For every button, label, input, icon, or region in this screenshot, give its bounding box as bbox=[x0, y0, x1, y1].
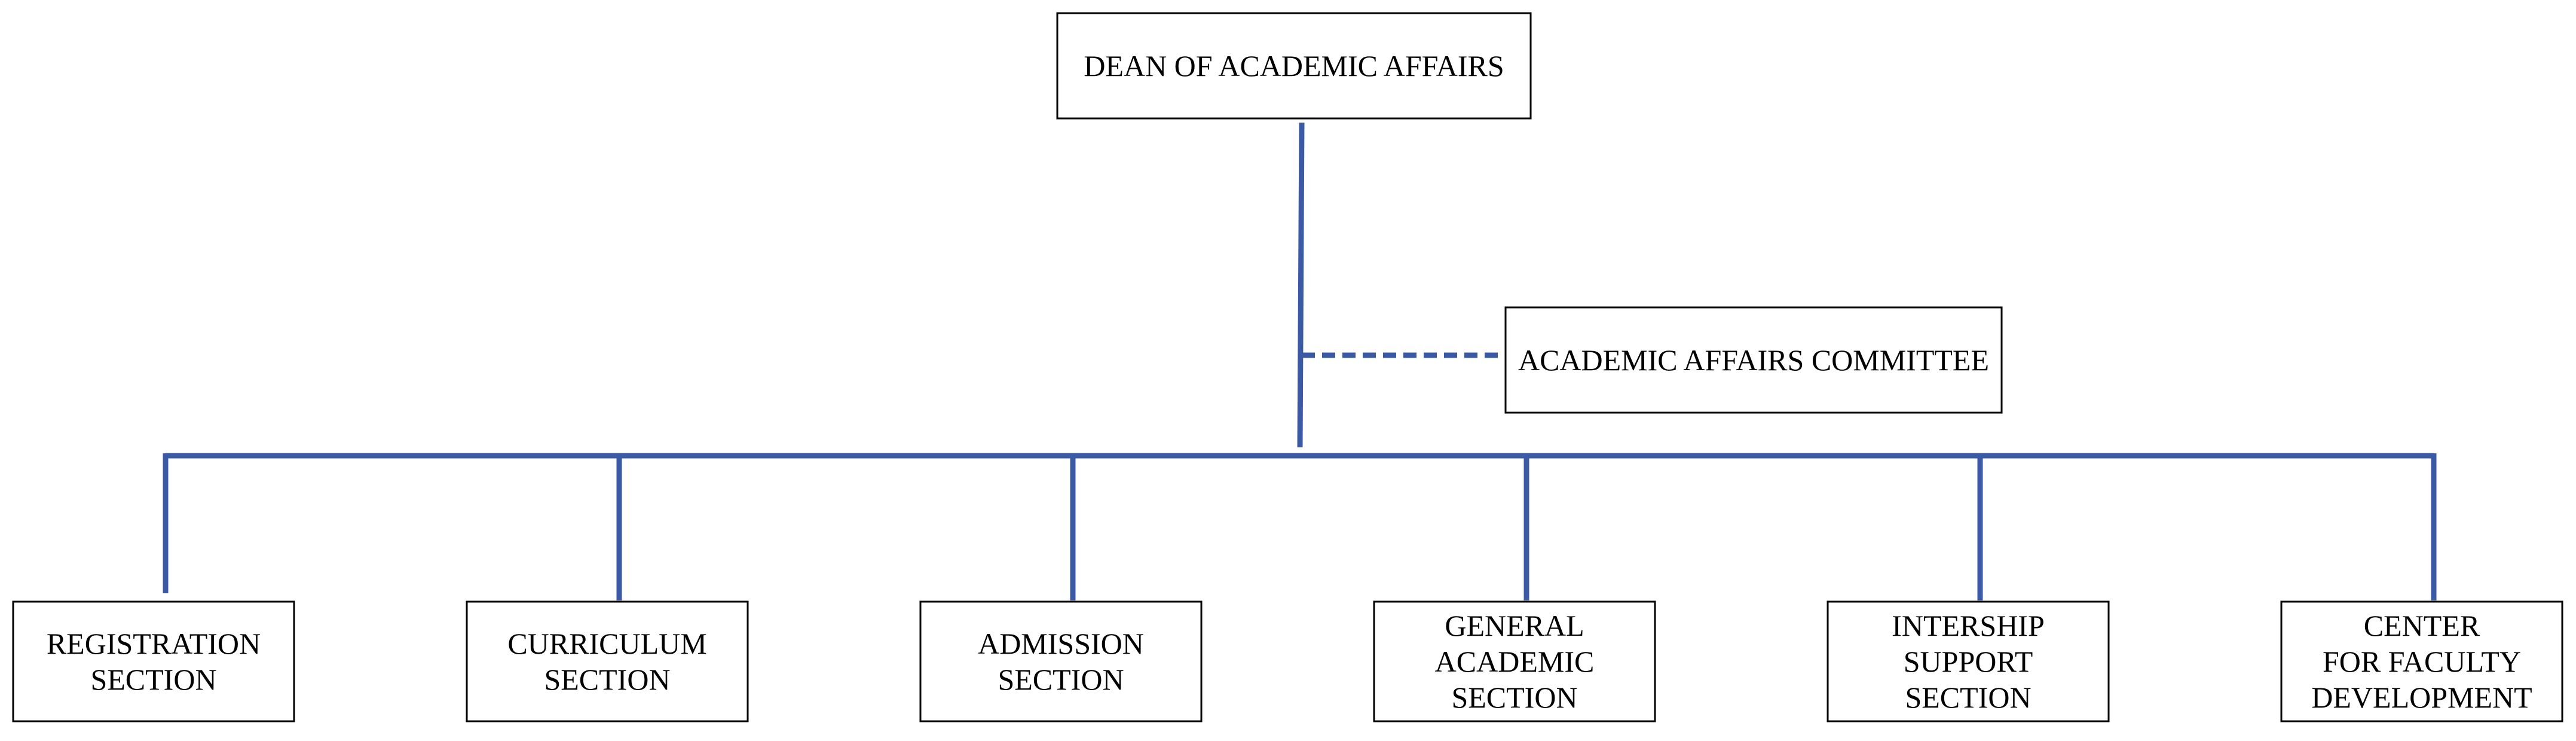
org-box-frame bbox=[1827, 600, 2110, 722]
org-box-label-line: SECTION bbox=[1451, 681, 1577, 714]
org-box-committee: ACADEMIC AFFAIRS COMMITTEE bbox=[1504, 306, 2003, 414]
org-box-frame bbox=[919, 600, 1203, 722]
org-box-frame bbox=[12, 600, 295, 722]
org-box-label-line: ADMISSION bbox=[978, 627, 1144, 660]
org-box-label-line: CURRICULUM bbox=[507, 627, 706, 660]
connector-lines bbox=[163, 122, 2437, 600]
org-box-frame bbox=[466, 600, 749, 722]
org-box-frame bbox=[1504, 306, 2003, 414]
org-box-label-line: REGISTRATION bbox=[47, 627, 261, 660]
org-box-frame bbox=[1056, 12, 1532, 120]
org-box-label-line: SECTION bbox=[544, 663, 670, 696]
org-box-dean: DEAN OF ACADEMIC AFFAIRS bbox=[1056, 12, 1532, 120]
org-box-frame bbox=[2280, 600, 2563, 722]
org-box-label-line: SUPPORT bbox=[1904, 645, 2033, 678]
org-box-label-line: ACADEMIC bbox=[1435, 645, 1595, 678]
org-box-label-line: FOR FACULTY bbox=[2323, 645, 2521, 678]
org-box-label-line: CENTER bbox=[2364, 609, 2480, 642]
trunk-line bbox=[1297, 122, 1305, 448]
org-box-label-line: DEAN OF ACADEMIC AFFAIRS bbox=[1084, 49, 1504, 83]
org-box-label-line: ACADEMIC AFFAIRS COMMITTEE bbox=[1518, 343, 1989, 377]
org-box-label-line: SECTION bbox=[998, 663, 1124, 696]
org-box-label-line: GENERAL bbox=[1445, 609, 1584, 642]
org-box-label-line: DEVELOPMENT bbox=[2311, 681, 2532, 714]
org-box-label-line: SECTION bbox=[1905, 681, 2031, 714]
org-box-frame bbox=[1373, 600, 1656, 722]
org-units: DEAN OF ACADEMIC AFFAIRS ACADEMIC AFFAIRS… bbox=[12, 12, 2563, 722]
org-box-label-line: INTERSHIP bbox=[1892, 609, 2045, 642]
org-box-label-line: SECTION bbox=[90, 663, 216, 696]
